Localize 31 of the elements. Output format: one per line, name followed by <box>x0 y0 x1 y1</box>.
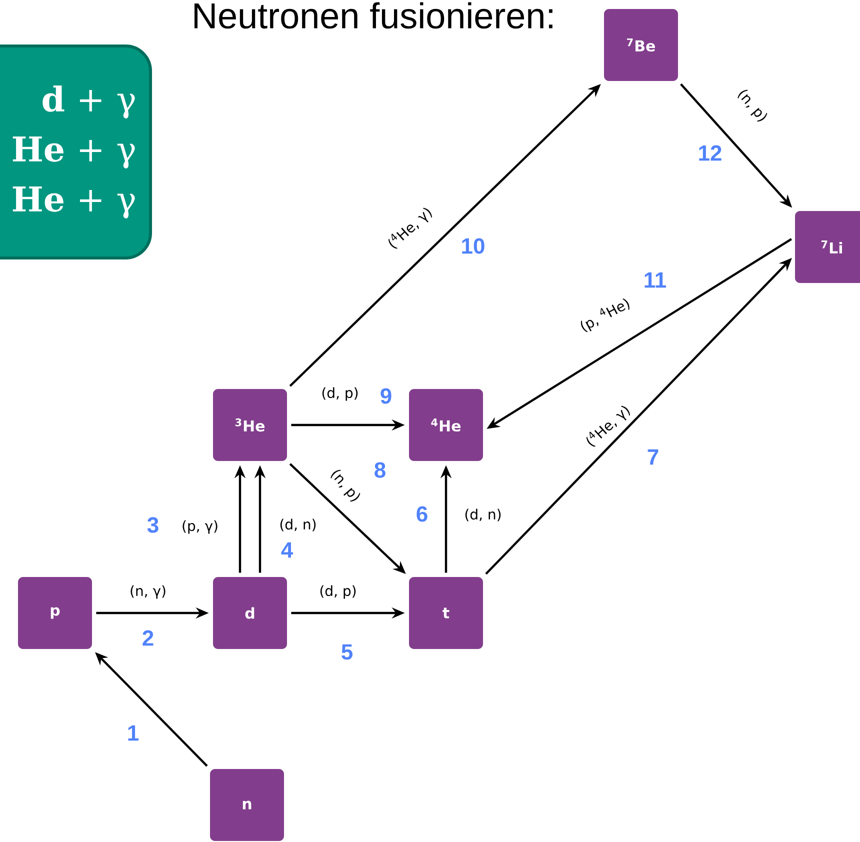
edge-label: (n, γ) <box>130 585 166 599</box>
formula-box: d + γ He + γ He + γ <box>0 44 152 260</box>
edge-label: (p, γ) <box>182 520 218 534</box>
reaction-number: 5 <box>342 644 352 660</box>
reaction-number: 11 <box>644 272 666 288</box>
edge-label: (n, p) <box>330 470 360 502</box>
reaction-number: 3 <box>147 517 158 533</box>
nuclide-box: t <box>409 577 483 649</box>
reaction-number: 7 <box>648 449 658 465</box>
reaction-number: 10 <box>462 238 484 254</box>
edge-label: (d, n) <box>280 518 316 532</box>
reaction-number: 9 <box>380 388 392 404</box>
edge-label: (n, p) <box>738 90 768 122</box>
nuclide-box: p <box>18 577 92 649</box>
edge-label: (p, $^{4}$He) <box>580 298 630 332</box>
reaction-number: 12 <box>699 145 722 161</box>
reaction-number: 8 <box>374 462 386 478</box>
nuclide-box: $^{4}$He <box>409 389 483 461</box>
nuclide-box: $^{7}$Li <box>795 211 860 283</box>
nuclide-box: $^{7}$Be <box>604 9 678 81</box>
reaction-number: 6 <box>416 506 428 522</box>
title: Neutronen fusionieren: <box>194 2 552 29</box>
reaction-number: 1 <box>128 725 138 741</box>
reaction-number: 2 <box>142 630 154 646</box>
edge-label: (d, n) <box>465 508 501 522</box>
edge-label: (d, p) <box>322 387 358 401</box>
nuclide-box: $^{3}$He <box>213 389 287 461</box>
edge-label: (d, p) <box>320 585 356 599</box>
nuclide-box: d <box>213 577 287 649</box>
nuclide-box: n <box>210 769 284 841</box>
reaction-number: 4 <box>281 542 293 558</box>
